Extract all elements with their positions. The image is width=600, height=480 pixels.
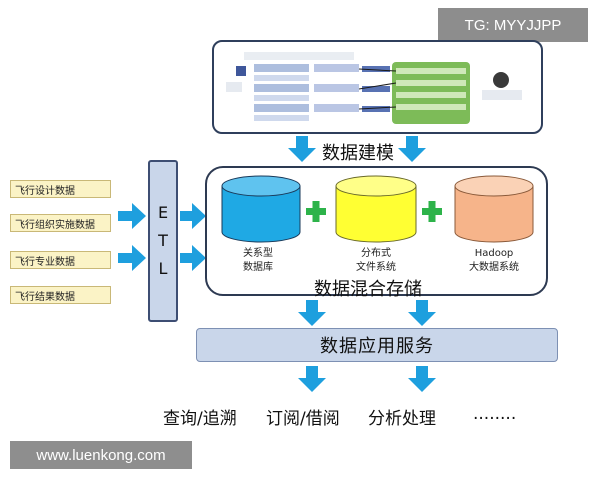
- etl-input-arrows: [118, 203, 146, 271]
- etl-letter-e: E: [157, 203, 169, 222]
- down-arrow-icon: [298, 366, 326, 392]
- source-item-flight-result: 飞行结果数据: [10, 286, 111, 304]
- right-arrow-icon: [180, 203, 206, 229]
- relational-db-icon: [221, 175, 301, 243]
- data-service-bar: 数据应用服务: [196, 328, 558, 362]
- right-arrow-icon: [118, 245, 146, 271]
- data-modeling-label: 数据建模: [322, 143, 394, 164]
- etl-letter-l: L: [158, 259, 168, 278]
- storage-output-arrows: [298, 300, 436, 326]
- down-arrow-icon: [398, 136, 426, 162]
- database-cylinders: [221, 175, 534, 243]
- source-item-flight-execution: 飞行组织实施数据: [10, 214, 111, 232]
- app-more: ........: [473, 404, 517, 424]
- down-arrow-icon: [298, 300, 326, 326]
- data-model-box: [212, 40, 543, 134]
- hybrid-storage-label: 数据混合存储: [314, 279, 422, 300]
- distributed-fs-label: 分布式文件系统: [356, 248, 396, 273]
- down-arrow-icon: [408, 366, 436, 392]
- app-subscribe-borrow: 订阅/借阅: [266, 409, 340, 429]
- source-item-flight-design: 飞行设计数据: [10, 180, 111, 198]
- hadoop-db-icon: [454, 175, 534, 243]
- right-arrow-icon: [118, 203, 146, 229]
- relational-db-label: 关系型数据库: [243, 248, 273, 273]
- down-arrow-icon: [288, 136, 316, 162]
- watermark-tag: TG: MYYJJPP: [438, 8, 588, 42]
- etl-bar: E T L: [148, 160, 178, 322]
- modeling-arrows: [288, 136, 426, 162]
- data-model-thumbnail: [226, 52, 522, 124]
- app-query-trace: 查询/追溯: [163, 409, 237, 429]
- plus-icon: [306, 201, 326, 222]
- footer-url-tag: www.luenkong.com: [10, 441, 192, 469]
- distributed-fs-icon: [335, 175, 417, 243]
- right-arrow-icon: [180, 245, 206, 271]
- service-output-arrows: [298, 366, 436, 392]
- app-analysis: 分析处理: [368, 409, 436, 429]
- etl-output-arrows: [180, 203, 206, 271]
- etl-letter-t: T: [158, 231, 168, 250]
- source-item-flight-professional: 飞行专业数据: [10, 251, 111, 269]
- down-arrow-icon: [408, 300, 436, 326]
- plus-icon: [422, 201, 442, 222]
